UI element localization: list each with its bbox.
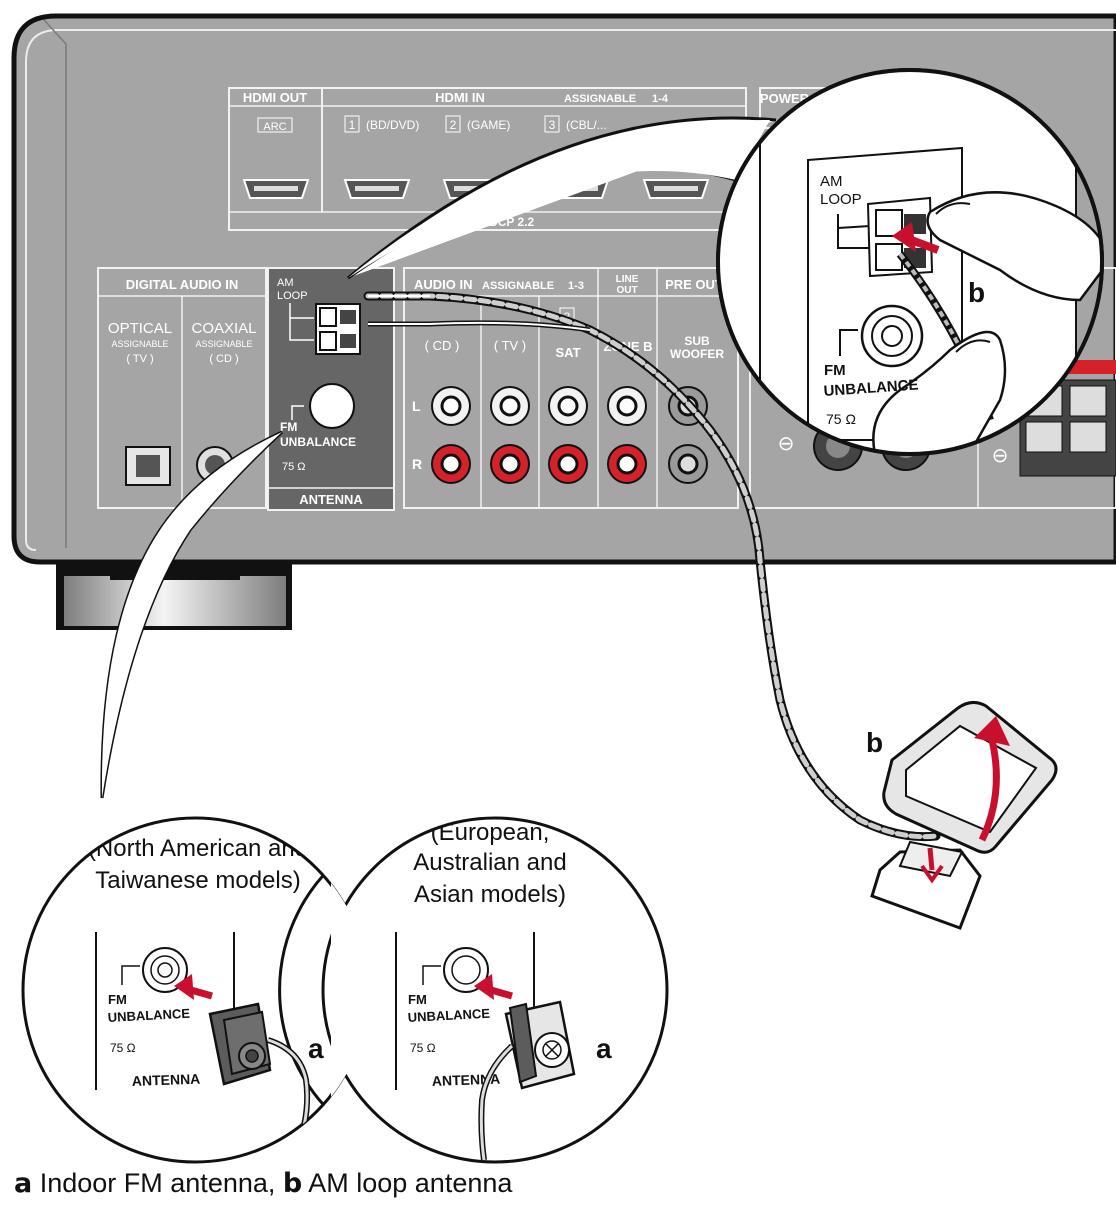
svg-text:⊖: ⊖ <box>778 433 795 455</box>
hand-bottom <box>872 330 1007 454</box>
hdmi-in-1-num: 1 <box>349 118 356 132</box>
hdmi-in-assignable: ASSIGNABLE <box>564 93 636 105</box>
rca-jacks-red <box>431 444 708 484</box>
eu-caption-3: Asian models) <box>414 881 566 908</box>
legend-caption: a Indoor FM antenna, b AM loop antenna <box>14 1168 512 1199</box>
hdmi-in-3-num: 3 <box>549 118 556 132</box>
hand-top <box>926 191 1102 302</box>
arc-badge <box>257 117 293 133</box>
svg-text:⊖: ⊖ <box>992 445 1009 467</box>
zoom-marker-b: b <box>968 277 985 308</box>
hdmi-in-1-label: (BD/DVD) <box>366 118 419 132</box>
eu-caption-2: Australian and <box>413 849 566 876</box>
unbalance-label: UNBALANCE <box>280 435 356 449</box>
audio-in-assignable: ASSIGNABLE <box>482 280 554 292</box>
hdmi-in-2-num: 2 <box>450 118 457 132</box>
eu-fm-plug <box>478 1000 576 1161</box>
legend-key-b: b <box>282 1168 303 1199</box>
eu-fm-label: FM <box>408 992 427 1007</box>
audio-in-src-cd: ( CD ) <box>425 338 460 353</box>
rca-jacks-white <box>431 386 708 426</box>
channel-r-label: R <box>412 456 422 472</box>
optical-label: OPTICAL <box>108 320 172 337</box>
am-loop-terminal <box>315 303 361 355</box>
audio-in-range: 1-3 <box>568 280 584 292</box>
legend-text-b: AM loop antenna <box>302 1168 513 1198</box>
bubble-european: (European, Australian and Asian models) … <box>395 819 612 1161</box>
pre-out-label: PRE OUT <box>665 277 723 292</box>
fm-label: FM <box>280 420 297 434</box>
eu-marker-a: a <box>596 1033 612 1064</box>
ohm-label: 75 Ω <box>282 461 306 473</box>
na-caption-1: (North American and <box>88 835 308 862</box>
na-marker-a: a <box>308 1033 324 1064</box>
am-antenna-marker: b <box>866 727 883 758</box>
sub-woofer-label-2: WOOFER <box>670 347 724 361</box>
zoom-am-loop-2: LOOP <box>820 191 862 208</box>
legend-key-a: a <box>14 1168 33 1199</box>
na-unbalance-label: UNBALANCE <box>107 1006 190 1025</box>
eu-insert-arrow-icon <box>474 974 513 1000</box>
hdmi-in-2-label: (GAME) <box>467 118 510 132</box>
na-caption-2: Taiwanese models) <box>95 867 300 894</box>
eu-ohm-label: 75 Ω <box>410 1041 436 1055</box>
arc-label: ARC <box>263 121 286 133</box>
bubble-north-american: (North American and Taiwanese models) FM… <box>88 835 324 1141</box>
zoom-unbalance-label: UNBALANCE <box>823 376 919 400</box>
zoom-am-loop-1: AM <box>820 173 843 190</box>
hdmi-in-label: HDMI IN <box>435 90 485 105</box>
eu-unbalance-label: UNBALANCE <box>407 1006 490 1025</box>
hdmi-in-range: 1-4 <box>652 93 669 105</box>
na-ohm-label: 75 Ω <box>110 1041 136 1055</box>
am-antenna-cable <box>363 291 941 842</box>
na-insert-arrow-icon <box>174 974 213 1000</box>
receiver-foot <box>56 560 292 630</box>
antenna-label: ANTENNA <box>299 492 363 507</box>
coaxial-source: ( CD ) <box>209 353 238 365</box>
audio-in-src-sat: SAT <box>555 345 580 360</box>
insert-arrow-icon <box>892 222 940 254</box>
am-loop-label-1: AM <box>277 277 294 289</box>
rotate-arrow-icon <box>978 731 1000 842</box>
digital-audio-in-label: DIGITAL AUDIO IN <box>126 277 238 292</box>
optical-assignable: ASSIGNABLE <box>111 339 168 349</box>
am-loop-antenna: b <box>866 701 1058 930</box>
na-fm-plug <box>208 1002 311 1141</box>
fm-jack <box>309 383 355 429</box>
hdmi-input-labels: 1 (BD/DVD) 2 (GAME) 3 (CBL/... <box>344 115 607 133</box>
channel-l-label: L <box>412 398 421 414</box>
coaxial-assignable: ASSIGNABLE <box>195 339 252 349</box>
zoom-fm-label: FM <box>824 362 846 379</box>
na-fm-label: FM <box>108 992 127 1007</box>
coaxial-label: COAXIAL <box>191 320 256 337</box>
am-loop-label-2: LOOP <box>277 290 308 302</box>
legend-text-a: Indoor FM antenna, <box>32 1168 283 1198</box>
sub-woofer-label-1: SUB <box>684 334 710 348</box>
hdmi-in-3-label: (CBL/... <box>566 118 607 132</box>
line-out-label-2: OUT <box>616 285 637 296</box>
audio-in-src-tv: ( TV ) <box>494 338 526 353</box>
am-zoom-bubble: AM LOOP <box>347 68 1104 456</box>
optical-source: ( TV ) <box>126 353 153 365</box>
zoom-ohm-label: 75 Ω <box>826 411 856 427</box>
antenna-block: AM LOOP FM UNBALANCE 75 Ω ANTENNA <box>267 267 395 511</box>
audio-in-section: AUDIO IN ASSIGNABLE 1-3 ( CD ) ( TV ) 3 … <box>403 267 739 509</box>
line-out-label-1: LINE <box>616 274 639 285</box>
audio-in-label: AUDIO IN <box>414 277 473 292</box>
hdmi-out-label: HDMI OUT <box>243 90 307 105</box>
na-antenna-label: ANTENNA <box>132 1071 201 1089</box>
